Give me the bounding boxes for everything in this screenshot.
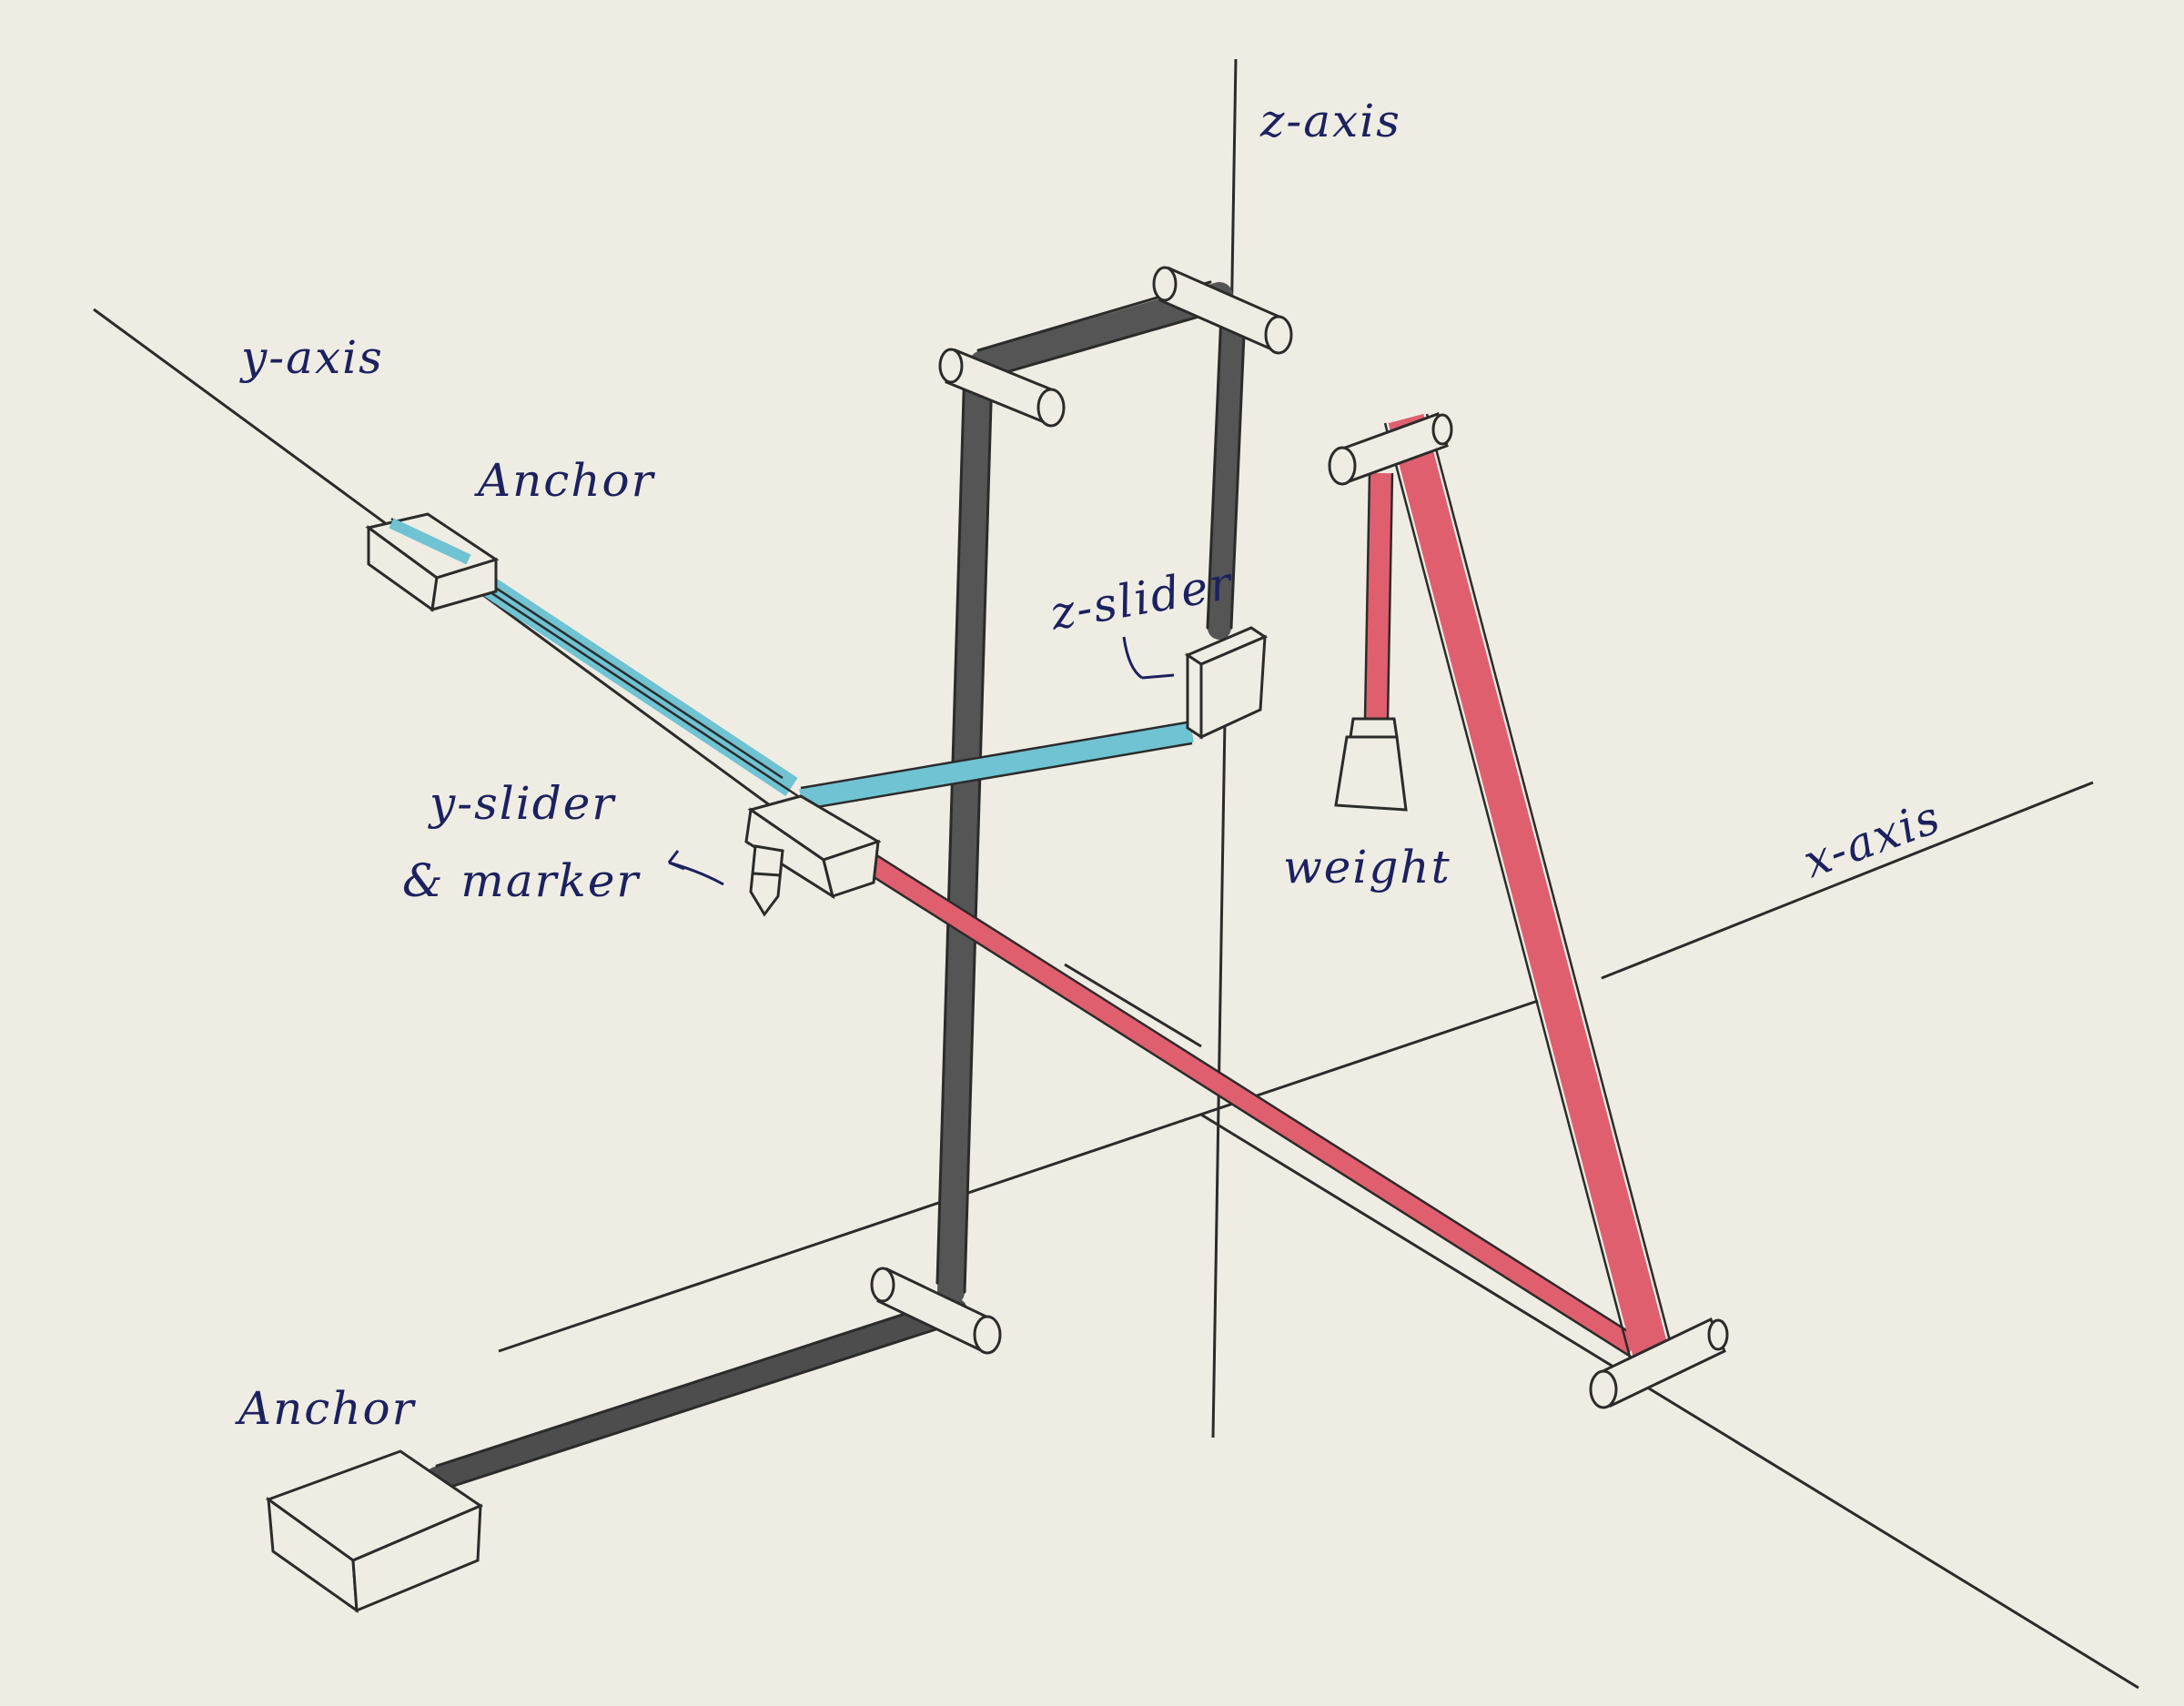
marker-label: & marker [402,854,641,907]
pulley-top-left [938,348,1066,428]
label-arrows [667,636,1175,886]
diagonal-axis-line [1200,1113,2139,1690]
y-axis-line-far [1064,963,1202,1048]
pulley-bottom-right [1589,1317,1729,1409]
z-slider-arrow [1122,636,1175,680]
anchor-bottom-box [265,1449,484,1614]
pulley-top-right [1152,266,1293,355]
y-axis-label: y-axis [239,331,384,384]
anchor-top-box [365,512,500,612]
pulley-weight [1328,412,1453,486]
anchor-top-label: Anchor [474,454,656,507]
x-axis-line-far [1601,781,2094,980]
red-string [844,413,1674,1361]
weight-label: weight [1283,841,1451,893]
y-slider-label: y-slider [428,777,616,830]
pulley-bottom-left [870,1267,1002,1355]
marker-pen [749,844,784,917]
z-axis-line [1211,58,1238,1438]
y-slider-box [744,794,882,900]
z-slider-box [1184,626,1269,740]
x-axis-label: x-axis [1796,790,1947,888]
z-axis-label: z-axis [1259,95,1401,147]
axes [93,58,2139,1690]
pulleys [870,266,1729,1409]
x-axis-line [498,999,1539,1353]
weight-shape [1334,717,1408,812]
blue-string [390,517,1194,812]
y-slider-arrow [667,850,724,886]
anchor-bottom-label: Anchor [235,1382,417,1435]
